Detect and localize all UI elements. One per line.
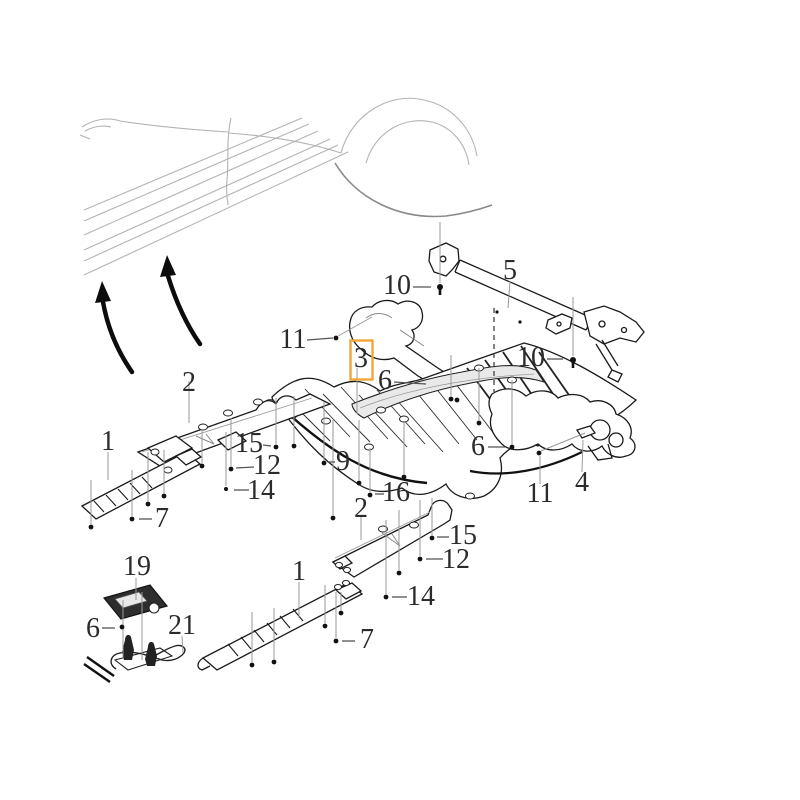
callout-4: 4 — [575, 467, 589, 498]
callout-11-upper: 11 — [279, 324, 307, 355]
callout-7-left: 7 — [155, 503, 169, 534]
arrow-left-head-icon — [95, 281, 111, 303]
clip-assembly-part-21 — [110, 634, 186, 671]
fastener-dots — [88, 310, 542, 668]
callout-12-lower: 12 — [442, 544, 470, 575]
sill-strips-lower — [83, 499, 453, 683]
callout-15-lower: 15 — [449, 520, 477, 551]
callout-11-lower: 11 — [526, 478, 554, 509]
callout-9: 9 — [336, 446, 350, 477]
callout-14-lower: 14 — [407, 581, 435, 612]
screw-symbols — [437, 284, 576, 368]
callout-19: 19 — [123, 551, 151, 582]
flip-direction-arrows — [95, 255, 203, 375]
callout-2-left: 2 — [182, 367, 196, 398]
side-cover-part-4 — [469, 388, 636, 475]
callout-1-left: 1 — [101, 426, 115, 457]
callout-6-lower-left: 6 — [86, 613, 100, 644]
front-arm-bracket — [348, 299, 469, 395]
callout-6-right: 6 — [471, 431, 485, 462]
arrow-left — [100, 299, 135, 375]
sill-strips-left — [80, 393, 332, 520]
crossmember-bar-part-5 — [428, 242, 645, 383]
callout-3-highlighted: 3 — [354, 343, 368, 374]
callout-16: 16 — [382, 477, 410, 508]
screw-icon — [437, 284, 443, 295]
callout-14-left: 14 — [247, 475, 275, 506]
callout-10-right: 10 — [517, 342, 545, 373]
screw-icon — [570, 357, 576, 368]
callout-2-lower: 2 — [354, 493, 368, 524]
arrow-right-head-icon — [160, 255, 176, 277]
callout-6-center: 6 — [378, 365, 392, 396]
car-silhouette-sketch — [79, 97, 493, 276]
highlight-box — [349, 339, 374, 381]
leader-lines — [90, 222, 586, 662]
callout-1-lower: 1 — [292, 556, 306, 587]
callout-7-lower: 7 — [360, 624, 374, 655]
callout-15-left: 15 — [235, 428, 263, 459]
cutoff-sill-corner — [83, 656, 115, 683]
arrow-right — [165, 273, 203, 347]
callout-dashes — [102, 286, 563, 642]
callout-12-left: 12 — [253, 450, 281, 481]
callout-21: 21 — [168, 610, 196, 641]
callout-5: 5 — [503, 255, 517, 286]
wire-loop — [110, 644, 186, 670]
callout-10-top: 10 — [383, 270, 411, 301]
